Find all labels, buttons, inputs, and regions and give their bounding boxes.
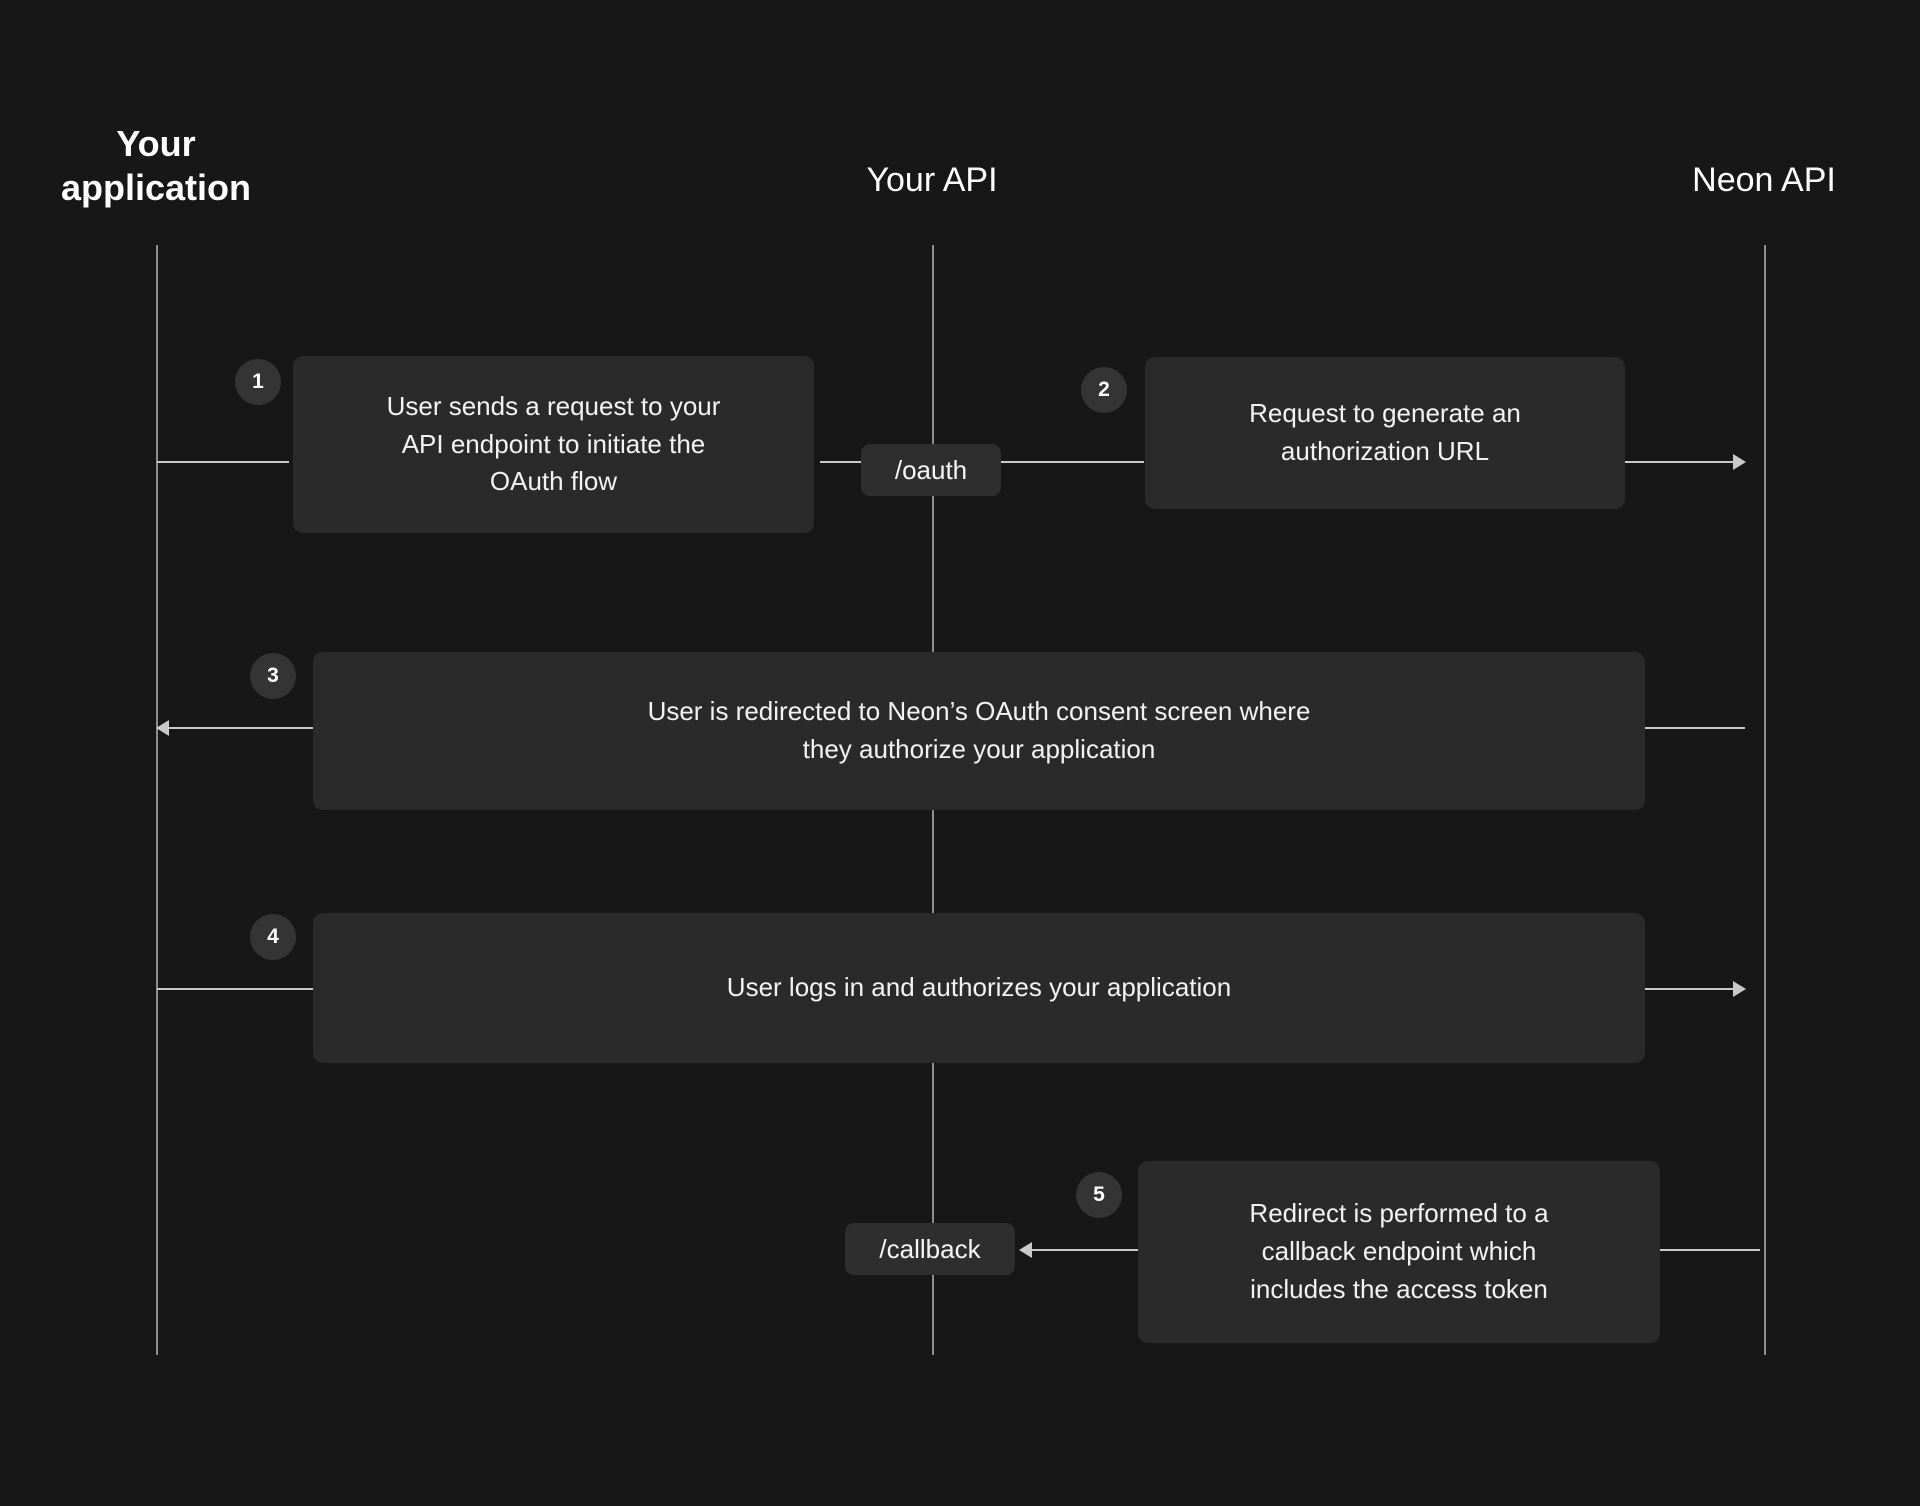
step-badge-4: 4 xyxy=(250,914,296,960)
step-box-1: User sends a request to your API endpoin… xyxy=(293,356,814,533)
connector-step-1-right xyxy=(820,461,870,463)
connector-step-4-left xyxy=(157,988,313,990)
connector-step-2-left xyxy=(1001,461,1144,463)
step-badge-1: 1 xyxy=(235,359,281,405)
arrowhead-step-2 xyxy=(1733,454,1746,470)
column-header-your-api: Your API xyxy=(866,161,998,199)
step-box-2: Request to generate an authorization URL xyxy=(1145,357,1625,509)
lifeline-neon-api xyxy=(1764,245,1766,1355)
arrowhead-step-4 xyxy=(1733,981,1746,997)
step-box-3: User is redirected to Neon’s OAuth conse… xyxy=(313,652,1645,810)
connector-step-4-right xyxy=(1645,988,1735,990)
step-box-5: Redirect is performed to a callback endp… xyxy=(1138,1161,1660,1343)
arrowhead-step-5 xyxy=(1019,1242,1032,1258)
connector-step-5-left xyxy=(1030,1249,1140,1251)
column-header-your-application: Your application xyxy=(60,123,252,208)
connector-step-3-right xyxy=(1645,727,1745,729)
endpoint-pill-callback[interactable]: /callback xyxy=(845,1223,1015,1275)
step-badge-5: 5 xyxy=(1076,1172,1122,1218)
connector-step-3-left xyxy=(168,727,313,729)
step-badge-2: 2 xyxy=(1081,367,1127,413)
endpoint-pill-oauth[interactable]: /oauth xyxy=(861,444,1001,496)
lifeline-your-application xyxy=(156,245,158,1355)
step-box-4: User logs in and authorizes your applica… xyxy=(313,913,1645,1063)
connector-step-2-right xyxy=(1625,461,1735,463)
arrowhead-step-3 xyxy=(156,720,169,736)
step-badge-3: 3 xyxy=(250,653,296,699)
connector-step-1-left xyxy=(157,461,289,463)
column-header-neon-api: Neon API xyxy=(1692,161,1836,199)
connector-step-5-right xyxy=(1660,1249,1760,1251)
